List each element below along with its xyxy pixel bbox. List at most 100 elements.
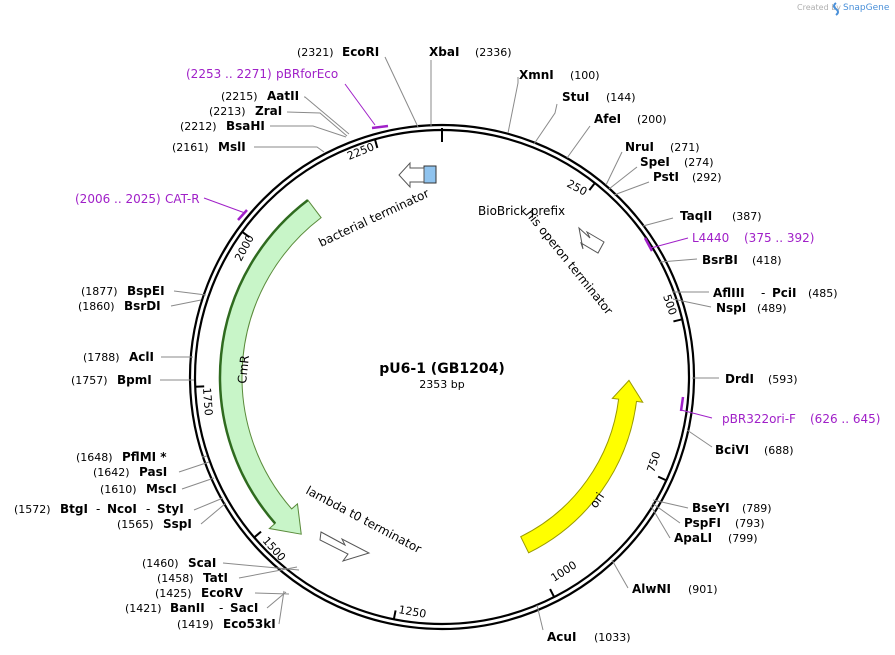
enzyme-pos-stui: (144)	[606, 91, 636, 104]
label-cmr: CmR	[235, 355, 252, 385]
label-biobrick-prefix: BioBrick prefix	[478, 204, 565, 218]
enzyme-pos-bpmi: (1757)	[71, 374, 108, 387]
enzyme-afliii[interactable]: AflIII	[713, 286, 745, 300]
enzyme-ncoi[interactable]: NcoI	[107, 502, 137, 516]
primer-pbrforeco[interactable]: pBRforEco	[276, 67, 338, 81]
bp-tick	[373, 139, 379, 149]
enzyme-pos-btgi: (1572)	[14, 503, 51, 516]
enzyme-pos-pasi: (1642)	[93, 466, 130, 479]
enzyme-tati[interactable]: TatI	[203, 571, 228, 585]
leader-lines	[160, 56, 719, 631]
enzyme-taqii[interactable]: TaqII	[680, 209, 712, 223]
enzyme-bcivi[interactable]: BciVI	[715, 443, 749, 457]
primer-marks	[237, 124, 685, 412]
enzyme-nspi[interactable]: NspI	[716, 301, 746, 315]
enzyme-zrai[interactable]: ZraI	[255, 104, 282, 118]
feature-bacterial-terminator-arrow[interactable]	[398, 161, 425, 189]
enzyme-pos-tati: (1458)	[157, 572, 194, 585]
enzyme-msci[interactable]: MscI	[146, 482, 177, 496]
created-by-text: Created by	[797, 3, 841, 12]
feature-his-operon-terminator-arrow[interactable]	[578, 226, 605, 254]
enzyme-acli[interactable]: AclI	[129, 350, 154, 364]
bp-tick	[549, 588, 556, 598]
tick-label-250: 250	[565, 177, 590, 198]
primer-range-l4440: (375 .. 392)	[744, 231, 814, 245]
enzyme-spei[interactable]: SpeI	[640, 155, 670, 169]
enzyme-pos-alwni: (901)	[688, 583, 718, 596]
enzyme-pos-ecorv: (1425)	[155, 587, 192, 600]
enzyme-pos-eco53ki: (1419)	[177, 618, 214, 631]
enzyme-pos-bspei: (1877)	[81, 285, 118, 298]
enzyme-pos-ecori: (2321)	[297, 46, 334, 59]
enzyme-pspfi[interactable]: PspFI	[684, 516, 721, 530]
enzyme-pos-xmni: (100)	[570, 69, 600, 82]
enzyme-msli[interactable]: MslI	[218, 140, 246, 154]
enzyme-ecorv[interactable]: EcoRV	[201, 586, 244, 600]
enzyme-nrui[interactable]: NruI	[625, 140, 654, 154]
tick-label-1750: 1750	[200, 387, 215, 416]
enzyme-stui[interactable]: StuI	[562, 90, 589, 104]
enzyme-pos-nspi: (489)	[757, 302, 787, 315]
primer-range-pbr322ori-f: (626 .. 645)	[810, 412, 880, 426]
enzyme-bpmi[interactable]: BpmI	[117, 373, 152, 387]
enzyme-acui[interactable]: AcuI	[547, 630, 576, 644]
enzyme-sspi[interactable]: SspI	[163, 517, 192, 531]
primer-range-cat-r: (2006 .. 2025)	[75, 192, 161, 206]
feature-cmr[interactable]	[218, 199, 322, 535]
enzyme-pos-bcivi: (688)	[764, 444, 794, 457]
enzyme-bsahi[interactable]: BsaHI	[226, 119, 265, 133]
primer-pbr322ori-f[interactable]: pBR322ori-F	[722, 412, 796, 426]
enzyme-pos-aatii: (2215)	[221, 90, 258, 103]
enzyme-pos-bsrbi: (418)	[752, 254, 782, 267]
enzyme-scai[interactable]: ScaI	[188, 556, 216, 570]
enzyme-alwni[interactable]: AlwNI	[632, 582, 671, 596]
enzyme-sep-afliii: -	[761, 286, 765, 300]
primer-l4440[interactable]: L4440	[692, 231, 729, 245]
enzyme-pflmi[interactable]: PflMI *	[122, 450, 167, 464]
primer-cat-r[interactable]: CAT-R	[165, 192, 200, 206]
enzyme-afei[interactable]: AfeI	[594, 112, 621, 126]
enzyme-bsrdi[interactable]: BsrDI	[124, 299, 161, 313]
enzyme-saci[interactable]: SacI	[230, 601, 258, 615]
bp-tick	[241, 231, 251, 238]
enzyme-eco53ki[interactable]: Eco53kI	[223, 617, 276, 631]
enzyme-pos-spei: (274)	[684, 156, 714, 169]
enzyme-pos-msli: (2161)	[172, 141, 209, 154]
enzyme-xmni[interactable]: XmnI	[519, 68, 554, 82]
enzyme-drdi[interactable]: DrdI	[725, 372, 754, 386]
snapgene-brand: SnapGene	[843, 3, 890, 13]
enzyme-pos-pflmi: (1648)	[76, 451, 113, 464]
enzyme-pos-psti: (292)	[692, 171, 722, 184]
enzyme-pos-apali: (799)	[728, 532, 758, 545]
enzyme-bseyi[interactable]: BseYI	[692, 501, 730, 515]
enzyme-pasi[interactable]: PasI	[139, 465, 167, 479]
enzyme-bsrbi[interactable]: BsrBI	[702, 253, 738, 267]
enzyme-pos-zrai: (2213)	[209, 105, 246, 118]
enzyme-pos-bsrdi: (1860)	[78, 300, 115, 313]
feature-biobrick-prefix[interactable]	[423, 165, 437, 184]
enzyme-styi[interactable]: StyI	[157, 502, 184, 516]
enzyme-btgi[interactable]: BtgI	[60, 502, 88, 516]
plasmid-length: 2353 bp	[419, 378, 464, 391]
enzyme-apali[interactable]: ApaLI	[674, 531, 712, 545]
enzyme-pos-acui: (1033)	[594, 631, 631, 644]
enzyme-pcii[interactable]: PciI	[772, 286, 797, 300]
enzyme-xbai[interactable]: XbaI	[429, 45, 459, 59]
enzyme-banii[interactable]: BanII	[170, 601, 205, 615]
enzyme-aatii[interactable]: AatII	[267, 89, 299, 103]
tick-label-1250: 1250	[397, 603, 427, 621]
plasmid-name: pU6-1 (GB1204)	[379, 361, 504, 377]
enzyme-ecori[interactable]: EcoRI	[342, 45, 379, 59]
enzyme-sep2-btgi: -	[146, 502, 150, 516]
enzyme-bspei[interactable]: BspEI	[127, 284, 165, 298]
bp-tick	[588, 182, 596, 191]
bp-tick	[392, 610, 397, 620]
enzyme-pos-drdi: (593)	[768, 373, 798, 386]
feature-lambda-t0-terminator-arrow[interactable]	[319, 531, 371, 562]
enzyme-pos-scai: (1460)	[142, 557, 179, 570]
feature-ori[interactable]	[520, 379, 644, 554]
enzyme-pos-bseyi: (789)	[742, 502, 772, 515]
enzyme-psti[interactable]: PstI	[653, 170, 679, 184]
enzyme-pos-sspi: (1565)	[117, 518, 154, 531]
